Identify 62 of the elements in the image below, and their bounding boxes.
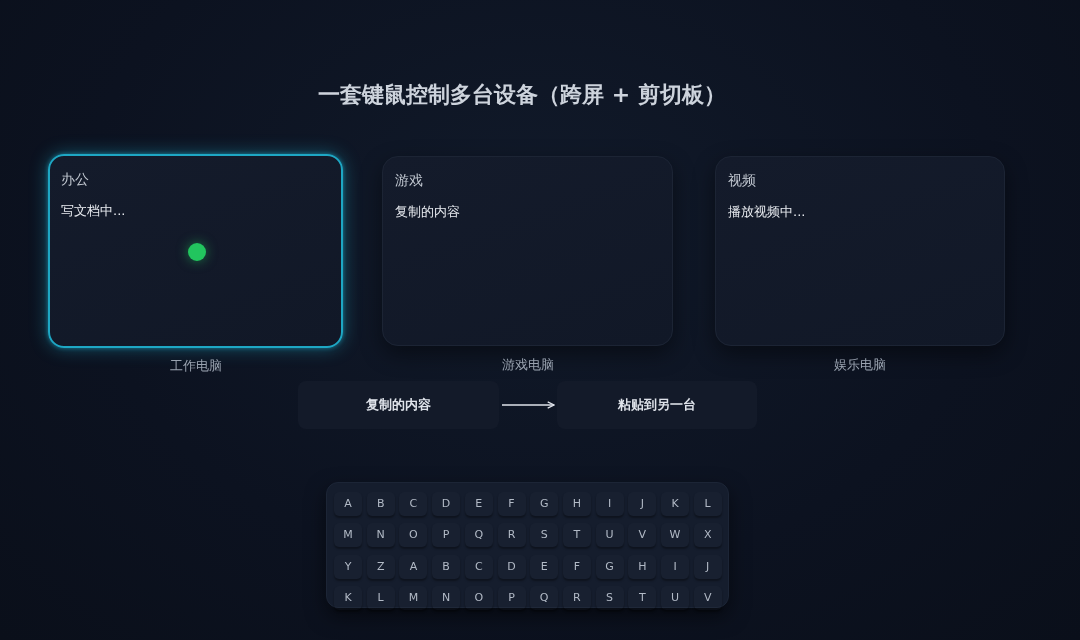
keyboard-key: L <box>366 585 395 610</box>
step-box: 复制的内容 <box>298 381 499 429</box>
keyboard-key: C <box>399 492 428 516</box>
keyboard-key: U <box>661 585 689 610</box>
diagram-title: 一套键鼠控制多台设备（跨屏 + 剪切板） <box>318 81 726 109</box>
keyboard-key: V <box>628 523 657 548</box>
keyboard-key: K <box>334 585 362 610</box>
keyboard-key: M <box>399 585 428 610</box>
keyboard-key: T <box>628 585 657 610</box>
keyboard-key: E <box>464 492 493 516</box>
keyboard-panel <box>326 482 729 608</box>
status-text: 复制的内容 <box>395 203 460 221</box>
keyboard-key: O <box>399 523 428 548</box>
keyboard-key: W <box>661 523 689 548</box>
device-caption: 娱乐电脑 <box>834 357 886 373</box>
keyboard-key: R <box>562 585 591 610</box>
card-heading: 视频 <box>728 171 756 189</box>
keyboard-key: D <box>497 554 526 579</box>
keyboard-key: G <box>595 554 624 579</box>
keyboard-key: H <box>628 554 657 579</box>
step-box: 粘贴到另一台 <box>557 381 757 429</box>
keyboard-key: Y <box>334 554 362 579</box>
keyboard-key: R <box>497 523 526 548</box>
keyboard-key: E <box>530 554 559 579</box>
card-heading: 游戏 <box>395 171 423 189</box>
keyboard-key: P <box>432 523 461 548</box>
keyboard-key: X <box>693 523 722 548</box>
keyboard-key: U <box>595 523 624 548</box>
card-heading: 办公 <box>61 170 89 188</box>
keyboard-key: N <box>366 523 395 548</box>
device-caption: 工作电脑 <box>169 358 222 374</box>
keyboard-key: O <box>464 585 493 610</box>
status-text: 播放视频中... <box>728 203 806 221</box>
keyboard-key: Q <box>530 585 559 610</box>
keyboard-key: D <box>432 492 461 516</box>
keyboard-key: I <box>595 492 624 516</box>
keyboard-key: M <box>334 523 362 548</box>
keyboard-key: L <box>693 492 722 516</box>
arrow <box>501 401 555 409</box>
keyboard-key: V <box>693 585 722 610</box>
keyboard-key: C <box>464 554 493 579</box>
keyboard-key: H <box>562 492 591 516</box>
keyboard-key: J <box>693 554 722 579</box>
keyboard-key: J <box>628 492 657 516</box>
keyboard-key: T <box>562 523 591 548</box>
keyboard-key: I <box>661 554 689 579</box>
keyboard-key: F <box>562 554 591 579</box>
keyboard-key: A <box>399 554 428 579</box>
keyboard-key: A <box>334 492 362 516</box>
keyboard-key: F <box>497 492 526 516</box>
keyboard-key: P <box>497 585 526 610</box>
keyboard-key: B <box>366 492 395 516</box>
status-text: 写文档中... <box>61 202 126 220</box>
keyboard-key: S <box>595 585 624 610</box>
keyboard-key: Z <box>366 554 395 579</box>
keyboard-key: Q <box>464 523 493 548</box>
keyboard-key: N <box>432 585 461 610</box>
device-caption: 游戏电脑 <box>501 357 554 373</box>
keyboard-key: S <box>530 523 559 548</box>
keyboard-key: K <box>661 492 689 516</box>
keyboard-key: G <box>530 492 559 516</box>
keyboard-key: B <box>432 554 461 579</box>
